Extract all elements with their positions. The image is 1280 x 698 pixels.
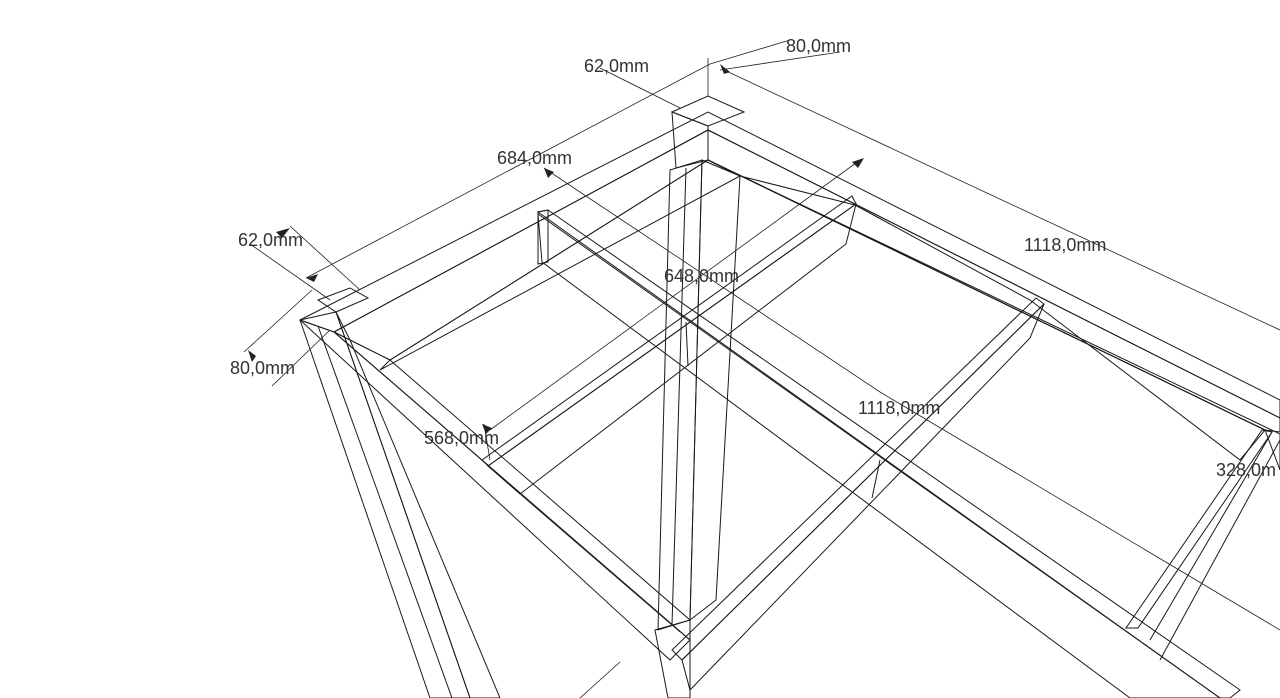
back-post (657, 95, 746, 631)
cross-beam-1 (481, 195, 857, 495)
dark-brace (1125, 429, 1280, 661)
dim-inner-span: 648,0mm (664, 266, 739, 286)
top-frame (298, 111, 1280, 698)
cross-beam-2 (671, 297, 1045, 691)
center-beam (536, 209, 1241, 698)
dim-right-partial: 328,0m (1216, 460, 1276, 480)
dim-post-width-top: 62,0mm (584, 56, 649, 76)
dimension-labels: 62,0mm 80,0mm 684,0mm 62,0mm 648,0mm 111… (230, 36, 1276, 480)
dim-post-depth-top: 80,0mm (786, 36, 851, 56)
dim-cross-beam-length: 568,0mm (424, 428, 499, 448)
dim-center-beam-length: 1118,0mm (858, 398, 940, 418)
dim-frame-width: 684,0mm (497, 148, 572, 168)
dim-frame-length: 1118,0mm (1024, 235, 1106, 255)
dim-post-width-left: 62,0mm (238, 230, 303, 250)
dimension-lines (243, 39, 1280, 698)
dim-post-depth-left: 80,0mm (230, 358, 295, 378)
left-post (299, 287, 501, 698)
